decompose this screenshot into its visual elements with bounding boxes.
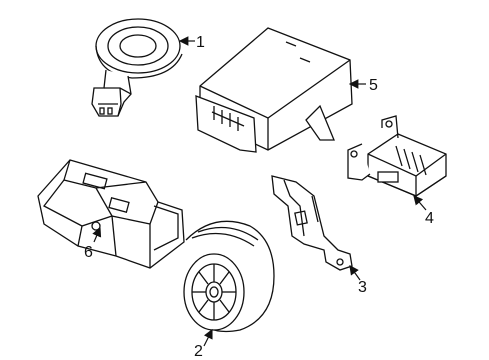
leader-line-2 xyxy=(203,328,213,347)
callout-2: 2 xyxy=(194,343,203,360)
callout-1: 1 xyxy=(196,34,205,51)
part-4-relay-bracket xyxy=(347,115,447,197)
part-3-bracket xyxy=(271,175,353,271)
leader-line-6 xyxy=(92,226,102,243)
part-1-ignition-coil xyxy=(91,18,183,117)
callout-5: 5 xyxy=(369,77,378,94)
leader-line-4 xyxy=(413,195,427,211)
leader-line-3 xyxy=(349,265,361,281)
part-6-connector-housing xyxy=(37,159,185,269)
callout-4: 4 xyxy=(425,210,434,227)
part-2-horn-speaker xyxy=(183,220,275,333)
part-5-control-module xyxy=(195,27,353,153)
callout-3: 3 xyxy=(358,279,367,296)
callout-6: 6 xyxy=(84,244,93,261)
